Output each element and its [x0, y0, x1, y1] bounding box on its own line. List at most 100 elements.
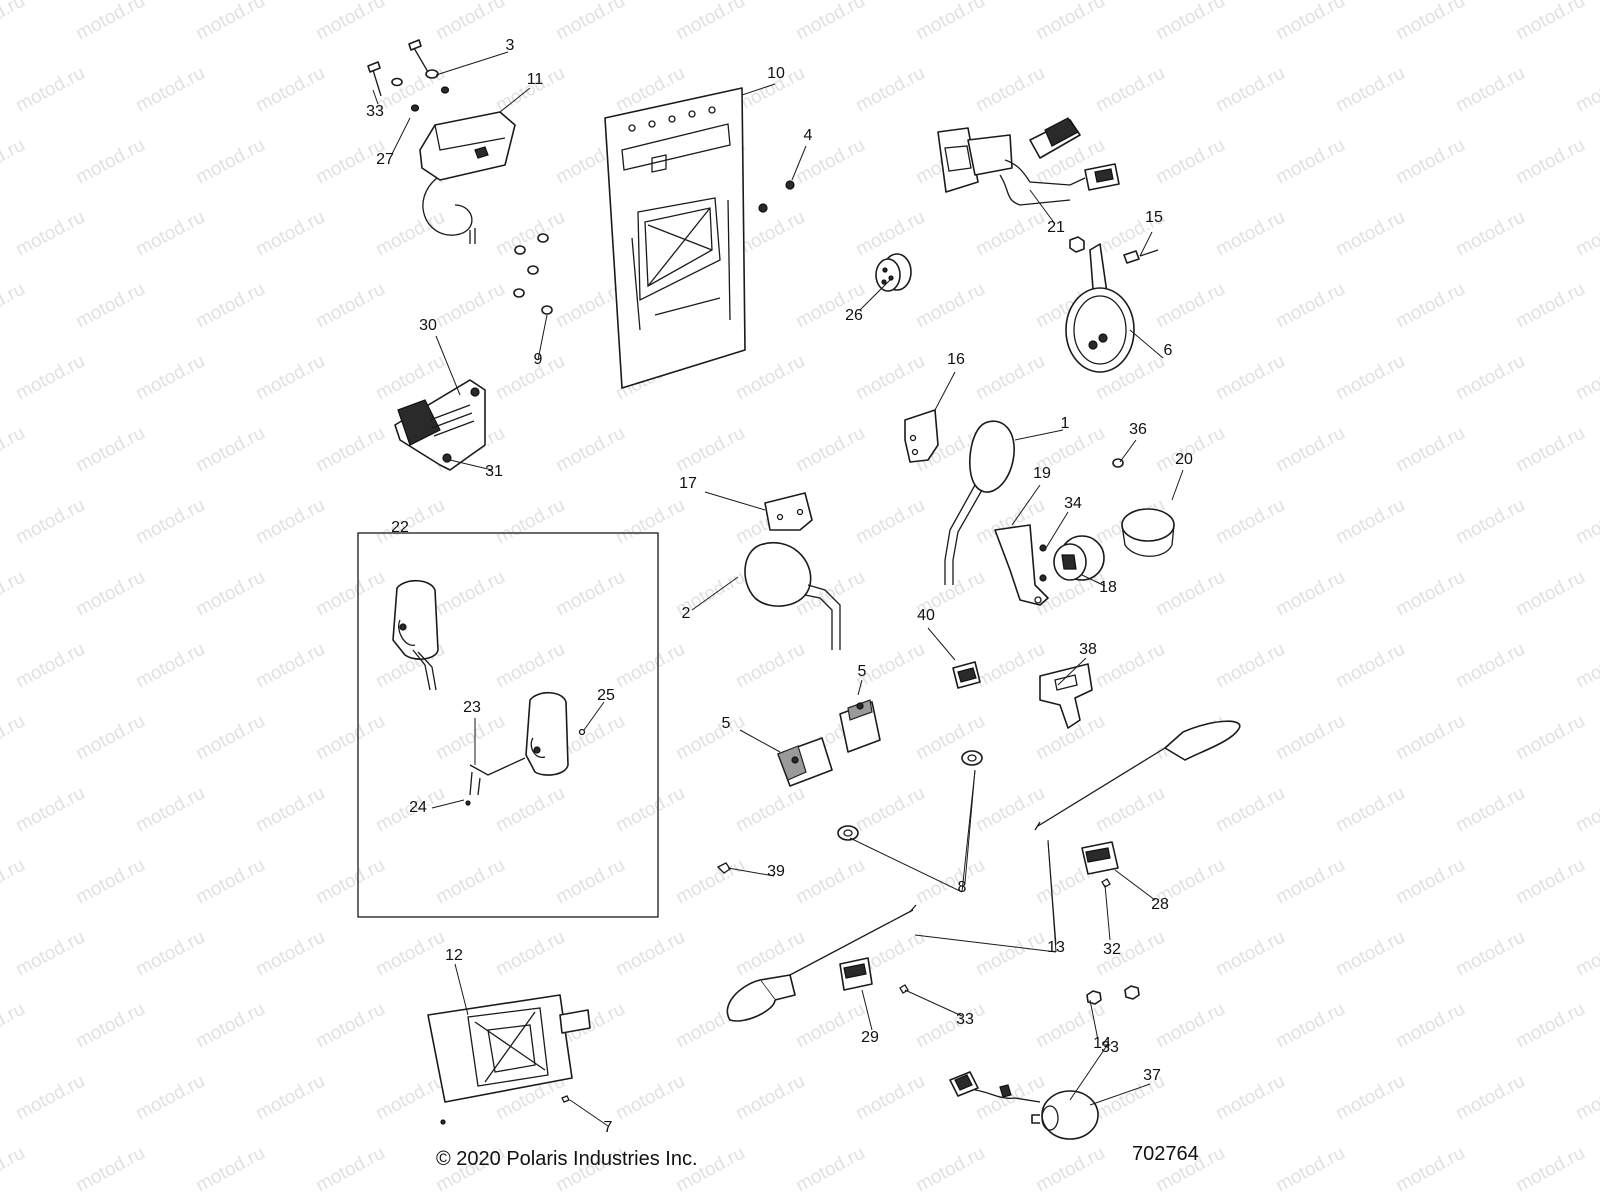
watermark-text: motod.ru — [1572, 207, 1600, 261]
diagram-id: 702764 — [1132, 1143, 1199, 1165]
leader-line — [1119, 439, 1137, 463]
watermark-text: motod.ru — [432, 0, 508, 44]
watermark-text: motod.ru — [1272, 279, 1348, 333]
watermark-text: motod.ru — [372, 207, 448, 261]
grommets-8 — [837, 750, 983, 841]
callout-34: 34 — [1064, 495, 1082, 512]
watermark-text: motod.ru — [1212, 63, 1288, 117]
watermark-text: motod.ru — [672, 423, 748, 477]
watermark-text: motod.ru — [132, 63, 208, 117]
watermark-text: motod.ru — [72, 423, 148, 477]
watermark-text: motod.ru — [492, 495, 568, 549]
watermark-text: motod.ru — [612, 1071, 688, 1125]
callout-30: 30 — [419, 317, 437, 334]
watermark-text: motod.ru — [1332, 207, 1408, 261]
callout-32: 32 — [1103, 941, 1121, 958]
callout-5: 5 — [858, 663, 867, 680]
watermark-text: motod.ru — [552, 423, 628, 477]
leader-line — [691, 576, 739, 611]
leader-line — [961, 769, 976, 893]
watermark-text: motod.ru — [0, 1143, 29, 1197]
watermark-text: motod.ru — [1452, 63, 1528, 117]
watermark-text: motod.ru — [252, 63, 328, 117]
callout-20: 20 — [1175, 451, 1193, 468]
callout-29: 29 — [861, 1029, 879, 1046]
watermark-text: motod.ru — [552, 567, 628, 621]
watermark-text: motod.ru — [1512, 135, 1588, 189]
callout-33: 33 — [1101, 1039, 1119, 1056]
callout-36: 36 — [1129, 421, 1147, 438]
watermark-text: motod.ru — [1572, 1071, 1600, 1125]
leader-line — [727, 867, 775, 877]
bolt-16 — [1123, 249, 1159, 264]
handlebar-switch-22 — [937, 117, 1120, 206]
watermark-text: motod.ru — [792, 423, 868, 477]
watermark-text: motod.ru — [1512, 423, 1588, 477]
watermark-text: motod.ru — [12, 63, 88, 117]
watermark-text: motod.ru — [192, 999, 268, 1053]
watermark-text: motod.ru — [0, 711, 29, 765]
bracket-18 — [764, 492, 813, 531]
leader-line — [1139, 231, 1153, 257]
watermark-text: motod.ru — [672, 855, 748, 909]
watermark-text: motod.ru — [852, 207, 928, 261]
watermark-text: motod.ru — [492, 207, 568, 261]
watermark-text: motod.ru — [912, 855, 988, 909]
sensor-38 — [949, 1071, 1099, 1140]
watermark-text: motod.ru — [192, 855, 268, 909]
watermark-text: motod.ru — [972, 63, 1048, 117]
watermark-text: motod.ru — [1092, 783, 1168, 837]
watermark-text: motod.ru — [1272, 855, 1348, 909]
watermark-text: motod.ru — [1152, 135, 1228, 189]
watermark-text: motod.ru — [192, 1143, 268, 1197]
screws-9 — [513, 233, 553, 315]
watermark-text: motod.ru — [912, 0, 988, 44]
callout-28: 28 — [1151, 896, 1169, 913]
watermark-text: motod.ru — [1212, 639, 1288, 693]
leader-line — [435, 51, 509, 76]
watermark-text: motod.ru — [312, 855, 388, 909]
watermark-text: motod.ru — [492, 639, 568, 693]
watermark-text: motod.ru — [132, 351, 208, 405]
leader-line — [849, 837, 963, 893]
watermark-text: motod.ru — [1572, 783, 1600, 837]
bolt-34 — [367, 39, 450, 112]
watermark-text: motod.ru — [1152, 567, 1228, 621]
watermark-text: motod.ru — [612, 639, 688, 693]
leader-line — [1069, 1043, 1109, 1101]
copyright-text: © 2020 Polaris Industries Inc. — [436, 1148, 698, 1170]
connector-27 — [875, 253, 912, 292]
watermark-text: motod.ru — [1392, 135, 1468, 189]
watermark-text: motod.ru — [1212, 207, 1288, 261]
plate-12 — [427, 994, 591, 1125]
watermark-text: motod.ru — [192, 423, 268, 477]
watermark-text: motod.ru — [1392, 567, 1468, 621]
mirror-kit-box-23 — [357, 532, 659, 918]
watermark-text: motod.ru — [1512, 711, 1588, 765]
watermark-text: motod.ru — [1572, 495, 1600, 549]
callout-12: 12 — [445, 947, 463, 964]
watermark-text: motod.ru — [1452, 783, 1528, 837]
mirror-1 — [944, 420, 1015, 585]
watermark-text: motod.ru — [1032, 0, 1108, 44]
watermark-text: motod.ru — [972, 927, 1048, 981]
watermark-text: motod.ru — [1452, 495, 1528, 549]
watermark-text: motod.ru — [1212, 495, 1288, 549]
watermark-text: motod.ru — [1392, 855, 1468, 909]
callout-23: 23 — [463, 699, 481, 716]
watermark-text: motod.ru — [492, 783, 568, 837]
leader-line — [859, 279, 891, 311]
watermark-text: motod.ru — [972, 351, 1048, 405]
leader-line — [499, 87, 531, 113]
leader-line — [569, 1099, 609, 1127]
watermark-text: motod.ru — [672, 0, 748, 44]
watermark-text: motod.ru — [972, 783, 1048, 837]
watermark-text: motod.ru — [1332, 1071, 1408, 1125]
watermark-text: motod.ru — [132, 783, 208, 837]
leader-line — [391, 117, 411, 155]
watermark-text: motod.ru — [312, 0, 388, 44]
leader-line — [1081, 574, 1106, 587]
watermark-text: motod.ru — [0, 135, 29, 189]
